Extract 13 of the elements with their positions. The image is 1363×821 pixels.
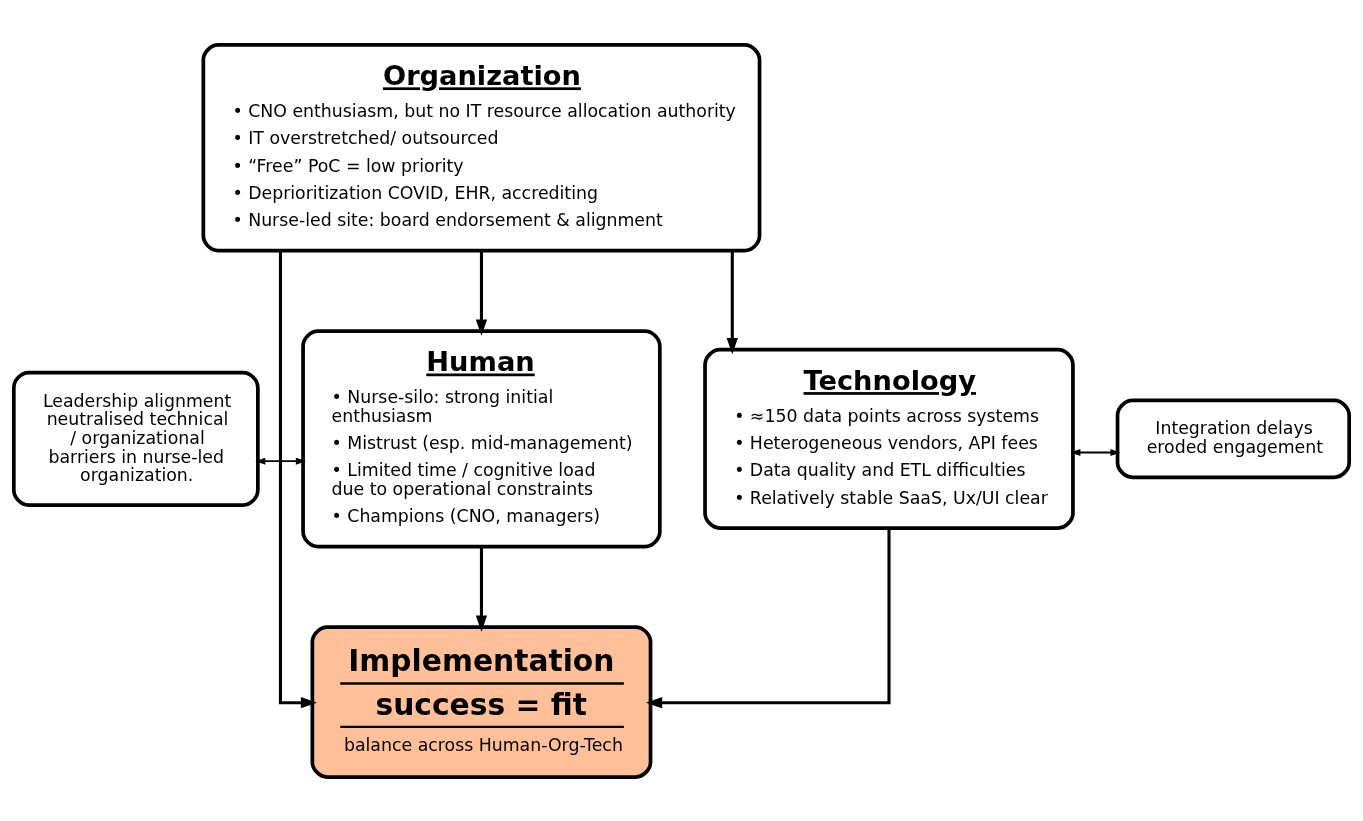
arrow [255, 457, 306, 465]
arrow [646, 527, 891, 708]
node-box: Human • Nurse-silo: strong initial enthusiasm • Mistrust (esp. mid-management) • Limited time / cognitive load due to operational constraints • Champions (CNO, managers) [301, 328, 662, 548]
arrow [475, 250, 488, 336]
arrow [278, 250, 317, 708]
arrow [475, 546, 488, 632]
node-box: Technology • ≈150 data points across systems • Heterogeneous vendors, API fees • Data quality and ETL difficulties • Relatively stable SaaS, Ux/UI clear [703, 347, 1075, 530]
node-box: Organization • CNO enthusiasm, but no IT resource allocation authority • IT overstretched/ outsourced • “Free” PoC = low priority • Deprioritization COVID, EHR, accrediting • Nurse-led site: board endorsement & alignment [201, 42, 762, 252]
arrow [1070, 448, 1121, 456]
arrow [726, 250, 738, 354]
node-box: Leadership alignment neutralised technical / organizational barriers in nurse-led organization. [11, 370, 260, 507]
node-box: Integration delays eroded engagement [1115, 398, 1352, 479]
node-box: Implementation success = fit balance across Human-Org-Tech [310, 624, 653, 779]
